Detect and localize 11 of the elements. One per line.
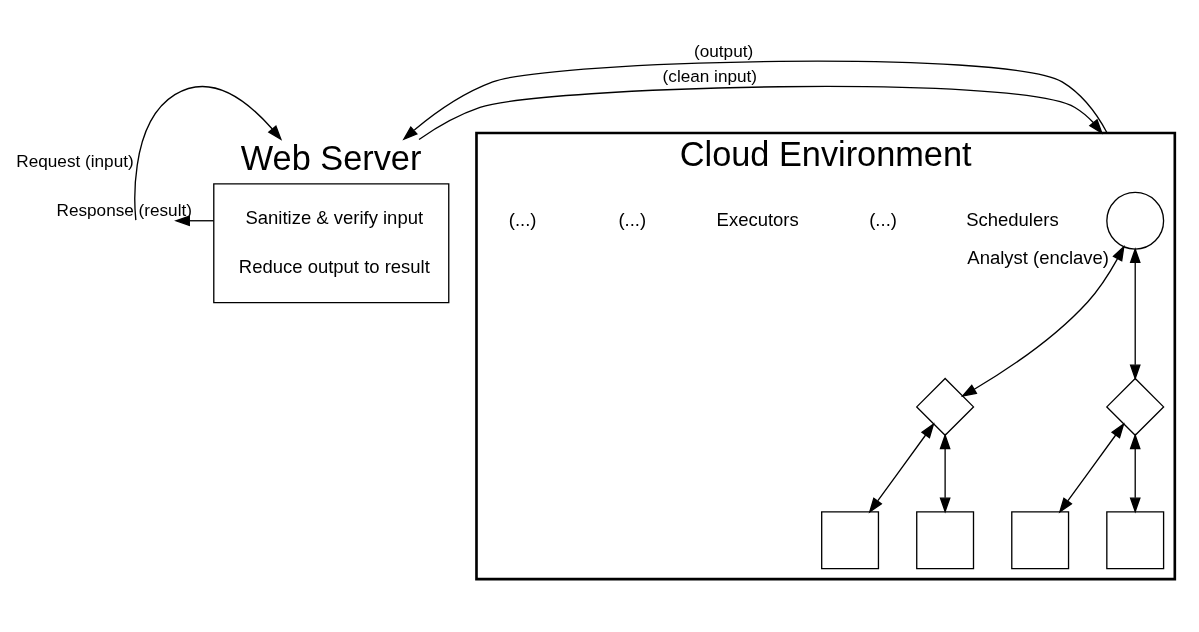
label: Schedulers	[966, 208, 1059, 230]
label: (...)	[618, 208, 647, 230]
node-label: Analyst (enclave)	[967, 246, 1110, 268]
edge-label: Response (result)	[56, 199, 192, 220]
edge-label: (clean input)	[662, 65, 758, 86]
label: Executors	[716, 208, 799, 230]
label: (...)	[508, 208, 537, 230]
label: (...)	[869, 208, 897, 230]
edge-label: (output)	[694, 40, 754, 61]
edge-label: Request (input)	[16, 150, 134, 171]
node-label: Web Server	[240, 138, 422, 177]
